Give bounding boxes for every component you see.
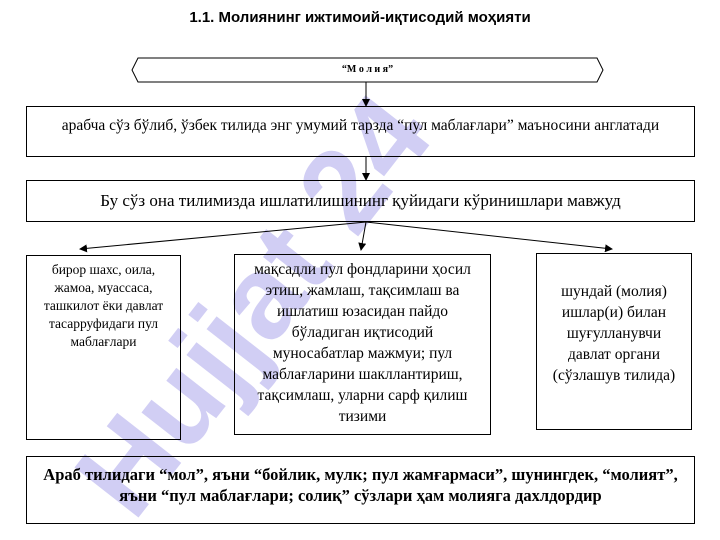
definition-text: арабча сўз бўлиб, ўзбек тилида энг умуми… xyxy=(61,117,660,134)
usage-text: Бу сўз она тилимизда ишлатилишининг қуйи… xyxy=(100,191,621,210)
etymology-box: Араб тилидаги “мол”, яъни “бойлик, мулк;… xyxy=(26,456,695,524)
top-node: “М о л и я” xyxy=(138,58,597,82)
definition-box: арабча сўз бўлиб, ўзбек тилида энг умуми… xyxy=(26,106,695,157)
meaning-box-middle: мақсадли пул фондларини ҳосил этиш, жамл… xyxy=(234,254,491,435)
meaning-left-text: бирор шахс, оила, жамоа, муассаса, ташки… xyxy=(43,262,164,349)
page-title: 1.1. Молиянинг ижтимоий-иқтисодий моҳият… xyxy=(189,9,531,26)
top-node-shape xyxy=(131,57,604,83)
meaning-right-text: шундай (молия) ишлар(и) билан шуғулланув… xyxy=(552,283,676,384)
usage-box: Бу сўз она тилимизда ишлатилишининг қуйи… xyxy=(26,180,695,222)
meaning-middle-text: мақсадли пул фондларини ҳосил этиш, жамл… xyxy=(254,261,471,425)
meaning-box-left: бирор шахс, оила, жамоа, муассаса, ташки… xyxy=(26,255,181,440)
top-node-label: “М о л и я” xyxy=(341,64,394,75)
arrow-to-left-box xyxy=(79,221,367,253)
arrow-to-middle-box xyxy=(358,221,367,251)
meaning-box-right: шундай (молия) ишлар(и) билан шуғулланув… xyxy=(536,253,692,430)
arrow-to-right-box xyxy=(365,221,613,253)
etymology-text: Араб тилидаги “мол”, яъни “бойлик, мулк;… xyxy=(43,465,678,505)
